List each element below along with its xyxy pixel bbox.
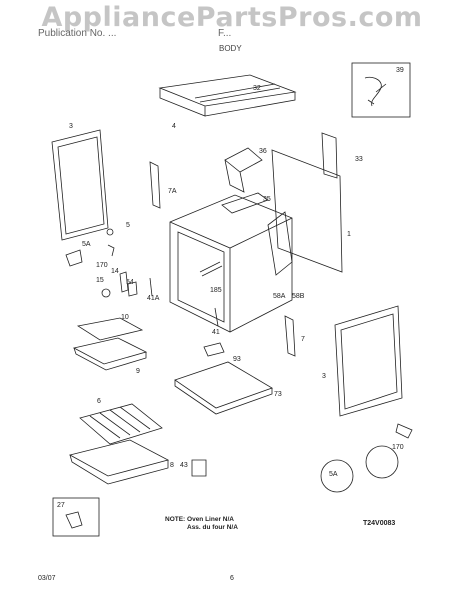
callout-73: 73 — [274, 391, 282, 398]
part-32-strip — [194, 83, 281, 103]
part-7a — [149, 161, 161, 209]
part-41a — [149, 277, 153, 297]
section-title: BODY — [219, 44, 242, 53]
callout-58a: 58A — [273, 293, 286, 300]
part-hinge-right — [395, 423, 413, 439]
part-41 — [214, 307, 219, 327]
part-15 — [101, 288, 111, 298]
part-93 — [203, 342, 225, 357]
callout-54: 54 — [126, 279, 134, 286]
part-6-oven-rack — [79, 403, 163, 445]
part-73-bottom-tray — [174, 361, 273, 415]
part-170-detail — [365, 445, 399, 479]
footer-date: 03/07 — [38, 575, 56, 582]
note-line-2: Ass. du four N/A — [187, 524, 238, 531]
callout-15: 15 — [96, 277, 104, 284]
callout-185: 185 — [210, 287, 222, 294]
part-5a — [65, 249, 83, 267]
callout-41: 41 — [212, 329, 220, 336]
callout-36: 36 — [259, 148, 267, 155]
note-oven-liner: NOTE: Oven Liner N/A Ass. du four N/A — [165, 516, 238, 532]
callout-3-right: 3 — [322, 373, 326, 380]
callout-43: 43 — [180, 462, 188, 469]
note-line-1: NOTE: Oven Liner N/A — [165, 516, 234, 523]
part-27 — [65, 511, 83, 529]
diagram-code: T24V0083 — [363, 520, 396, 527]
part-35-panel — [221, 192, 269, 214]
part-43 — [191, 459, 207, 477]
part-36 — [224, 147, 263, 193]
callout-4: 4 — [172, 123, 176, 130]
callout-8: 8 — [170, 462, 174, 469]
callout-33: 33 — [355, 156, 363, 163]
callout-93: 93 — [233, 356, 241, 363]
part-39-wire — [364, 76, 387, 107]
callout-9: 9 — [136, 368, 140, 375]
callout-5a: 5A — [82, 241, 91, 248]
part-33-bracket — [321, 132, 338, 179]
callout-3-left: 3 — [69, 123, 73, 130]
callout-32: 32 — [253, 85, 261, 92]
callout-39: 39 — [396, 67, 404, 74]
part-10-broil-insert — [76, 317, 144, 341]
part-7 — [284, 315, 296, 357]
inset-box-39 — [351, 62, 411, 118]
part-170 — [107, 244, 115, 257]
callout-5: 5 — [126, 222, 130, 229]
callout-5a-lower: 5A — [329, 471, 338, 478]
part-9-broil-pan — [72, 337, 148, 371]
callout-7: 7 — [301, 336, 305, 343]
callout-41a: 41A — [147, 295, 160, 302]
part-8-drawer — [68, 439, 170, 485]
callout-10: 10 — [121, 314, 129, 321]
part-14 — [119, 271, 129, 293]
model-header: F... — [218, 28, 232, 39]
inset-box-27 — [52, 497, 100, 537]
callout-170: 170 — [96, 262, 108, 269]
part-3-right-panel — [334, 305, 403, 417]
part-54 — [127, 281, 138, 297]
part-5a-detail — [320, 459, 354, 493]
callout-1: 1 — [347, 231, 351, 238]
part-185 — [199, 261, 223, 277]
callout-14: 14 — [111, 268, 119, 275]
footer-page-number: 6 — [230, 575, 234, 582]
part-3-left-panel — [51, 129, 109, 241]
callout-6: 6 — [97, 398, 101, 405]
callout-35: 35 — [263, 196, 271, 203]
part-4-top-bracket — [158, 74, 297, 117]
callout-27: 27 — [57, 502, 65, 509]
oven-body — [169, 194, 293, 333]
part-5 — [106, 228, 114, 236]
callout-170-lower: 170 — [392, 444, 404, 451]
part-1-back-panel — [271, 149, 343, 273]
callout-7a: 7A — [168, 188, 177, 195]
callout-58b: 58B — [292, 293, 305, 300]
publication-header: Publication No. ... — [38, 28, 117, 39]
watermark: AppliancePartsPros.com — [41, 2, 423, 33]
oven-cavity — [177, 231, 225, 323]
part-58a — [267, 211, 293, 276]
